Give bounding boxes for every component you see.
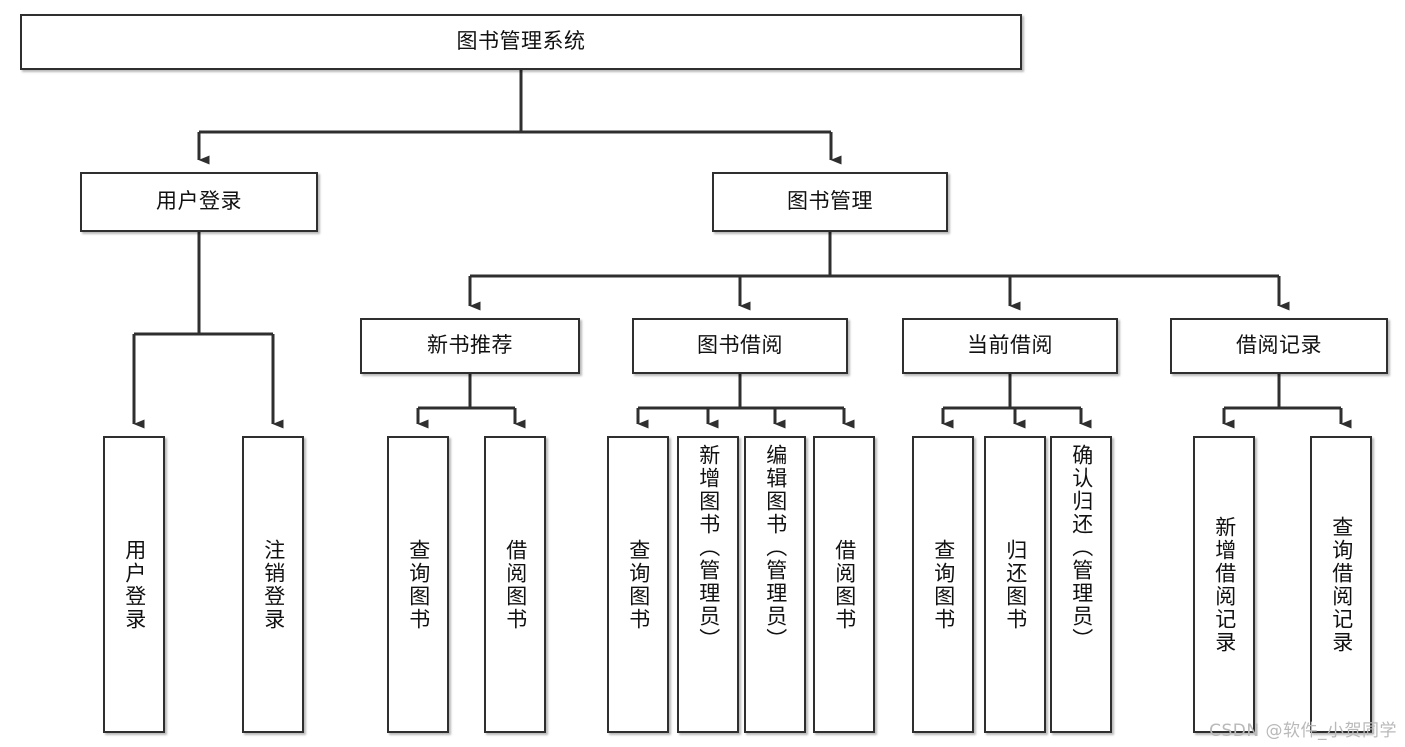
node-leaf-confirm-return[interactable]: 确认归还（管理员） [1050,436,1112,733]
node-leaf-add-book-label: 新增图书（管理员） [696,444,721,651]
node-user-login-label: 用户登录 [156,189,242,214]
node-new-book-recommend[interactable]: 新书推荐 [360,318,580,374]
node-leaf-edit-book-label: 编辑图书（管理员） [763,444,788,651]
node-leaf-borrow-book-2-label: 借阅图书 [832,538,857,631]
node-current-borrow-label: 当前借阅 [967,333,1053,358]
node-leaf-return-book[interactable]: 归还图书 [984,436,1046,733]
node-root[interactable]: 图书管理系统 [20,14,1022,70]
node-leaf-query-book-2-label: 查询图书 [626,538,651,631]
node-leaf-borrow-book-1-label: 借阅图书 [503,538,528,631]
node-leaf-query-book-1[interactable]: 查询图书 [387,436,449,733]
node-book-borrow-label: 图书借阅 [697,333,783,358]
node-leaf-query-book-3[interactable]: 查询图书 [912,436,974,733]
node-root-label: 图书管理系统 [456,29,586,54]
node-leaf-query-book-1-label: 查询图书 [406,538,431,631]
node-leaf-logout[interactable]: 注销登录 [242,436,304,733]
node-new-book-recommend-label: 新书推荐 [427,333,513,358]
node-leaf-user-login-label: 用户登录 [122,538,147,631]
node-leaf-edit-book[interactable]: 编辑图书（管理员） [744,436,806,733]
node-leaf-borrow-book-1[interactable]: 借阅图书 [484,436,546,733]
node-leaf-query-book-3-label: 查询图书 [931,538,956,631]
node-leaf-add-record-label: 新增借阅记录 [1212,515,1237,654]
node-leaf-query-record[interactable]: 查询借阅记录 [1310,436,1372,733]
node-borrow-record[interactable]: 借阅记录 [1170,318,1388,374]
node-leaf-confirm-return-label: 确认归还（管理员） [1069,444,1094,651]
node-current-borrow[interactable]: 当前借阅 [902,318,1118,374]
node-leaf-borrow-book-2[interactable]: 借阅图书 [813,436,875,733]
node-leaf-add-book[interactable]: 新增图书（管理员） [677,436,739,733]
node-leaf-return-book-label: 归还图书 [1003,538,1028,631]
node-book-manage[interactable]: 图书管理 [712,172,948,232]
node-borrow-record-label: 借阅记录 [1236,333,1322,358]
node-book-manage-label: 图书管理 [787,189,873,214]
node-leaf-add-record[interactable]: 新增借阅记录 [1193,436,1255,733]
node-leaf-logout-label: 注销登录 [261,538,286,631]
node-leaf-user-login[interactable]: 用户登录 [103,436,165,733]
node-book-borrow[interactable]: 图书借阅 [632,318,848,374]
node-user-login[interactable]: 用户登录 [80,172,318,232]
node-leaf-query-book-2[interactable]: 查询图书 [607,436,669,733]
node-leaf-query-record-label: 查询借阅记录 [1329,515,1354,654]
